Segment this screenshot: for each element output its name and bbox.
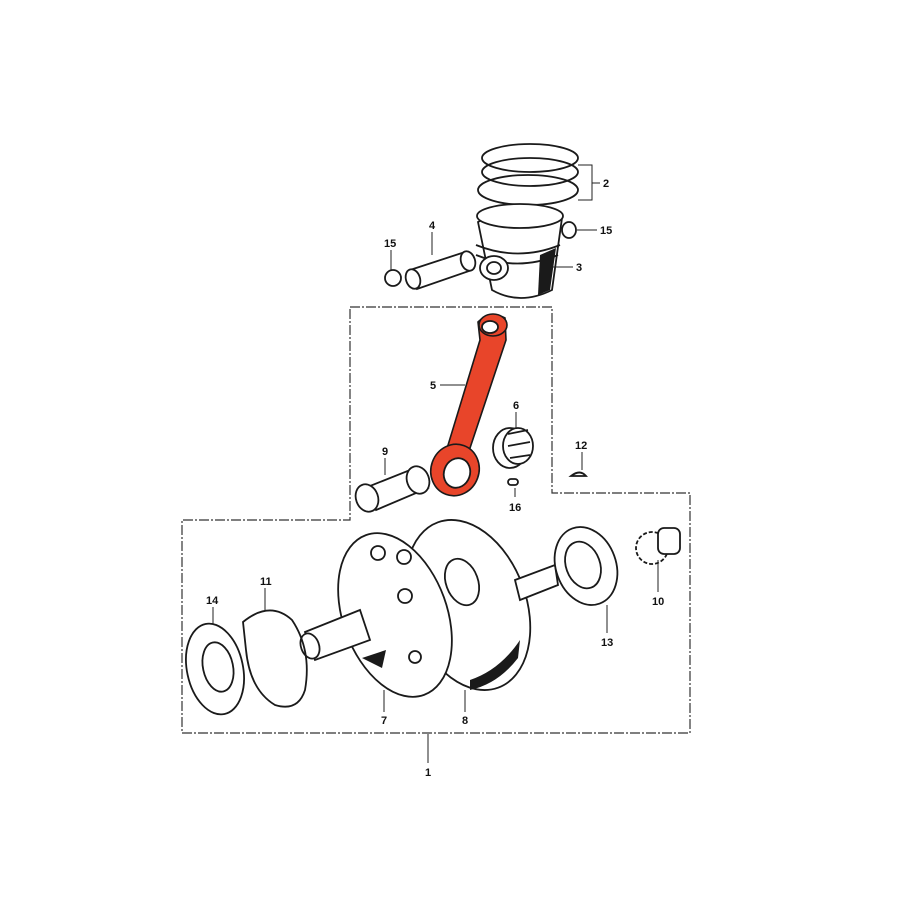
left-flywheel[interactable] [317, 517, 473, 712]
callout-1: 1 [425, 767, 431, 779]
callout-11: 11 [260, 576, 272, 588]
callout-15-right: 15 [600, 225, 612, 237]
callout-4: 4 [429, 220, 436, 232]
assembly-frame [181, 306, 691, 734]
piston-pin[interactable] [403, 249, 477, 291]
callout-3: 3 [576, 262, 582, 274]
right-ball-bearing[interactable] [544, 518, 628, 614]
callout-9: 9 [382, 446, 388, 458]
callout-13: 13 [601, 637, 613, 649]
piston-pin-clip-left[interactable] [384, 269, 402, 287]
needle-bearing[interactable] [492, 427, 534, 469]
woodruff-key[interactable] [568, 471, 588, 477]
callout-7: 7 [381, 715, 387, 727]
callout-5: 5 [430, 380, 436, 392]
bearing-set-plate[interactable] [242, 609, 308, 708]
callout-10: 10 [652, 596, 664, 608]
callout-14: 14 [206, 595, 219, 607]
callout-15-left: 15 [384, 238, 396, 250]
callout-12: 12 [575, 440, 587, 452]
piston-rings[interactable] [477, 143, 579, 206]
piston[interactable] [475, 203, 564, 299]
sprocket[interactable] [635, 527, 681, 565]
callout-6: 6 [513, 400, 519, 412]
callout-8: 8 [462, 715, 468, 727]
right-shaft[interactable] [513, 563, 559, 602]
callout-2: 2 [603, 178, 609, 190]
callout-16: 16 [509, 502, 521, 514]
pin[interactable] [507, 478, 519, 486]
left-ball-bearing[interactable] [178, 618, 252, 720]
piston-pin-clip-right[interactable] [561, 221, 577, 239]
leader-lines [212, 164, 659, 763]
connecting-rod[interactable] [424, 313, 508, 503]
crank-pin[interactable] [352, 463, 433, 515]
